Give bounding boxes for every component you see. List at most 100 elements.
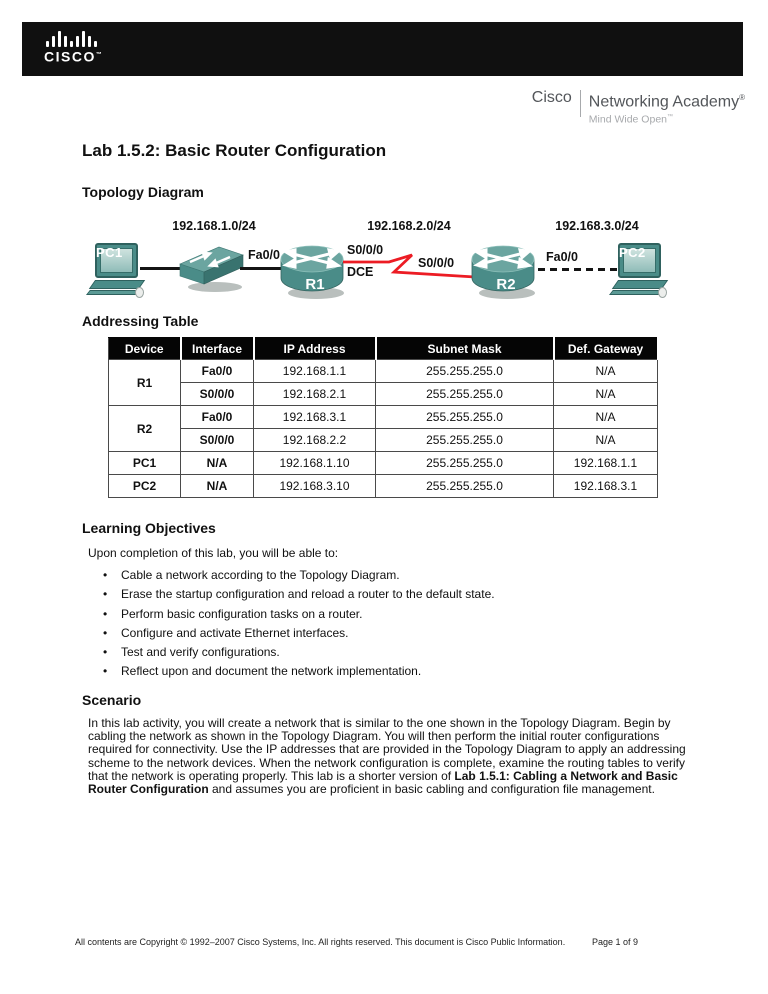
cisco-bridge-bars-icon (46, 30, 124, 47)
cisco-wordmark-text: CISCO (44, 48, 96, 65)
objectives-list: Cable a network according to the Topolog… (103, 568, 495, 684)
pc2-monitor (618, 243, 661, 278)
footer-copyright: All contents are Copyright © 1992–2007 C… (75, 937, 566, 947)
r2-label: R2 (496, 276, 515, 293)
scenario-text-before: In this lab activity, you will create a … (88, 716, 686, 783)
router-r2-icon: R2 (471, 245, 535, 299)
cell-interface: S0/0/0 (180, 428, 254, 452)
pc2-mouse-icon (658, 287, 667, 298)
table-header-row: Device Interface IP Address Subnet Mask … (108, 337, 659, 360)
cell-gateway: 192.168.3.1 (553, 474, 658, 498)
cell-mask: 255.255.255.0 (375, 474, 554, 498)
cable-switch-r1 (240, 267, 284, 270)
page-title: Lab 1.5.2: Basic Router Configuration (82, 141, 387, 160)
pc1-mouse-icon (135, 287, 144, 298)
table-row: PC1 N/A 192.168.1.10 255.255.255.0 192.1… (108, 451, 658, 475)
table-row: R2 Fa0/0 192.168.3.1 255.255.255.0 N/A (108, 405, 658, 452)
col-device: Device (108, 337, 182, 360)
cell-interface: N/A (180, 451, 254, 475)
objective-text: Perform basic configuration tasks on a r… (121, 606, 363, 621)
footer-page-number: Page 1 of 9 (592, 937, 639, 947)
cell-interface: S0/0/0 (180, 382, 254, 406)
cell-gateway: N/A (553, 405, 658, 429)
pc1-icon: PC1 (86, 243, 146, 303)
academy-name-text: Networking Academy® (589, 89, 745, 111)
serial-link-lightning (343, 253, 475, 279)
cell-mask: 255.255.255.0 (375, 359, 554, 383)
academy-divider (579, 90, 581, 117)
addressing-table: Device Interface IP Address Subnet Mask … (108, 337, 659, 498)
cell-mask: 255.255.255.0 (375, 428, 554, 452)
cell-mask: 255.255.255.0 (375, 405, 554, 429)
networking-academy-logo: Cisco Networking Academy® Mind Wide Open… (532, 89, 745, 126)
cell-mask: 255.255.255.0 (375, 451, 554, 475)
table-row: S0/0/0 192.168.2.2 255.255.255.0 N/A (109, 428, 658, 452)
pc2-screen (623, 248, 656, 273)
col-interface: Interface (180, 337, 255, 360)
list-item: Perform basic configuration tasks on a r… (103, 607, 495, 626)
pc2-icon: PC2 (609, 243, 669, 303)
cell-ip: 192.168.3.10 (253, 474, 376, 498)
r2-serial-label: S0/0/0 (418, 256, 455, 270)
objectives-intro: Upon completion of this lab, you will be… (88, 546, 339, 560)
objective-text: Erase the startup configuration and relo… (121, 587, 495, 602)
cell-interface: Fa0/0 (180, 359, 254, 383)
list-item: Test and verify configurations. (103, 645, 495, 664)
cell-device-pc1: PC1 (108, 451, 181, 475)
switch-icon (179, 246, 244, 292)
cell-ip: 192.168.3.1 (253, 405, 376, 429)
header-bar: CISCO™ (22, 22, 743, 76)
router-r1-icon: R1 (280, 245, 344, 299)
cell-ip: 192.168.2.2 (253, 428, 376, 452)
cell-gateway: N/A (553, 359, 658, 383)
objectives-heading: Learning Objectives (82, 520, 216, 536)
cell-device-r2: R2 (108, 405, 181, 452)
academy-tagline: Mind Wide Open™ (589, 111, 745, 126)
objective-text: Test and verify configurations. (121, 645, 280, 660)
col-ip: IP Address (253, 337, 377, 360)
dce-label: DCE (347, 265, 374, 279)
r1-serial-label: S0/0/0 (347, 243, 384, 257)
r2-fa00-label: Fa0/0 (546, 250, 578, 264)
scenario-heading: Scenario (82, 692, 142, 708)
cell-ip: 192.168.1.1 (253, 359, 376, 383)
network-label-3: 192.168.3.0/24 (555, 219, 639, 233)
tagline-tm: ™ (667, 114, 673, 121)
list-item: Erase the startup configuration and relo… (103, 587, 495, 606)
cell-device-r1: R1 (108, 359, 181, 406)
topology-diagram: 192.168.1.0/24 192.168.2.0/24 192.168.3.… (0, 215, 768, 315)
cell-mask: 255.255.255.0 (375, 382, 554, 406)
cell-interface: N/A (180, 474, 254, 498)
topology-heading: Topology Diagram (82, 184, 204, 200)
r1-label: R1 (305, 276, 324, 293)
cell-device-pc2: PC2 (108, 474, 181, 498)
cable-r2-pc2-dashed (538, 268, 620, 271)
cell-ip: 192.168.2.1 (253, 382, 376, 406)
list-item: Cable a network according to the Topolog… (103, 568, 495, 587)
cable-pc1-switch (140, 267, 184, 270)
cell-gateway: 192.168.1.1 (553, 451, 658, 475)
academy-brand-text: Cisco (531, 89, 572, 106)
cisco-logo-icon: CISCO™ (44, 30, 124, 66)
cell-interface: Fa0/0 (180, 405, 254, 429)
objective-text: Cable a network according to the Topolog… (121, 568, 400, 582)
registered-symbol: ® (739, 93, 745, 102)
col-mask: Subnet Mask (375, 337, 555, 360)
cisco-wordmark: CISCO™ (44, 47, 124, 66)
scenario-paragraph: In this lab activity, you will create a … (88, 716, 688, 797)
table-row: R1 Fa0/0 192.168.1.1 255.255.255.0 N/A (108, 359, 658, 406)
cell-gateway: N/A (553, 382, 658, 406)
pc1-label: PC1 (96, 245, 123, 260)
trademark-symbol: ™ (95, 52, 102, 58)
network-label-2: 192.168.2.0/24 (367, 219, 451, 233)
list-item: Configure and activate Ethernet interfac… (103, 626, 495, 645)
pc2-label: PC2 (619, 245, 646, 260)
r1-fa00-label: Fa0/0 (248, 248, 280, 262)
scenario-text-after: and assumes you are proficient in basic … (208, 782, 655, 797)
col-gateway: Def. Gateway (553, 337, 659, 360)
addressing-table-heading: Addressing Table (82, 313, 199, 329)
pc1-keyboard (86, 290, 142, 295)
table-row: S0/0/0 192.168.2.1 255.255.255.0 N/A (109, 382, 658, 406)
list-item: Reflect upon and document the network im… (103, 664, 495, 683)
